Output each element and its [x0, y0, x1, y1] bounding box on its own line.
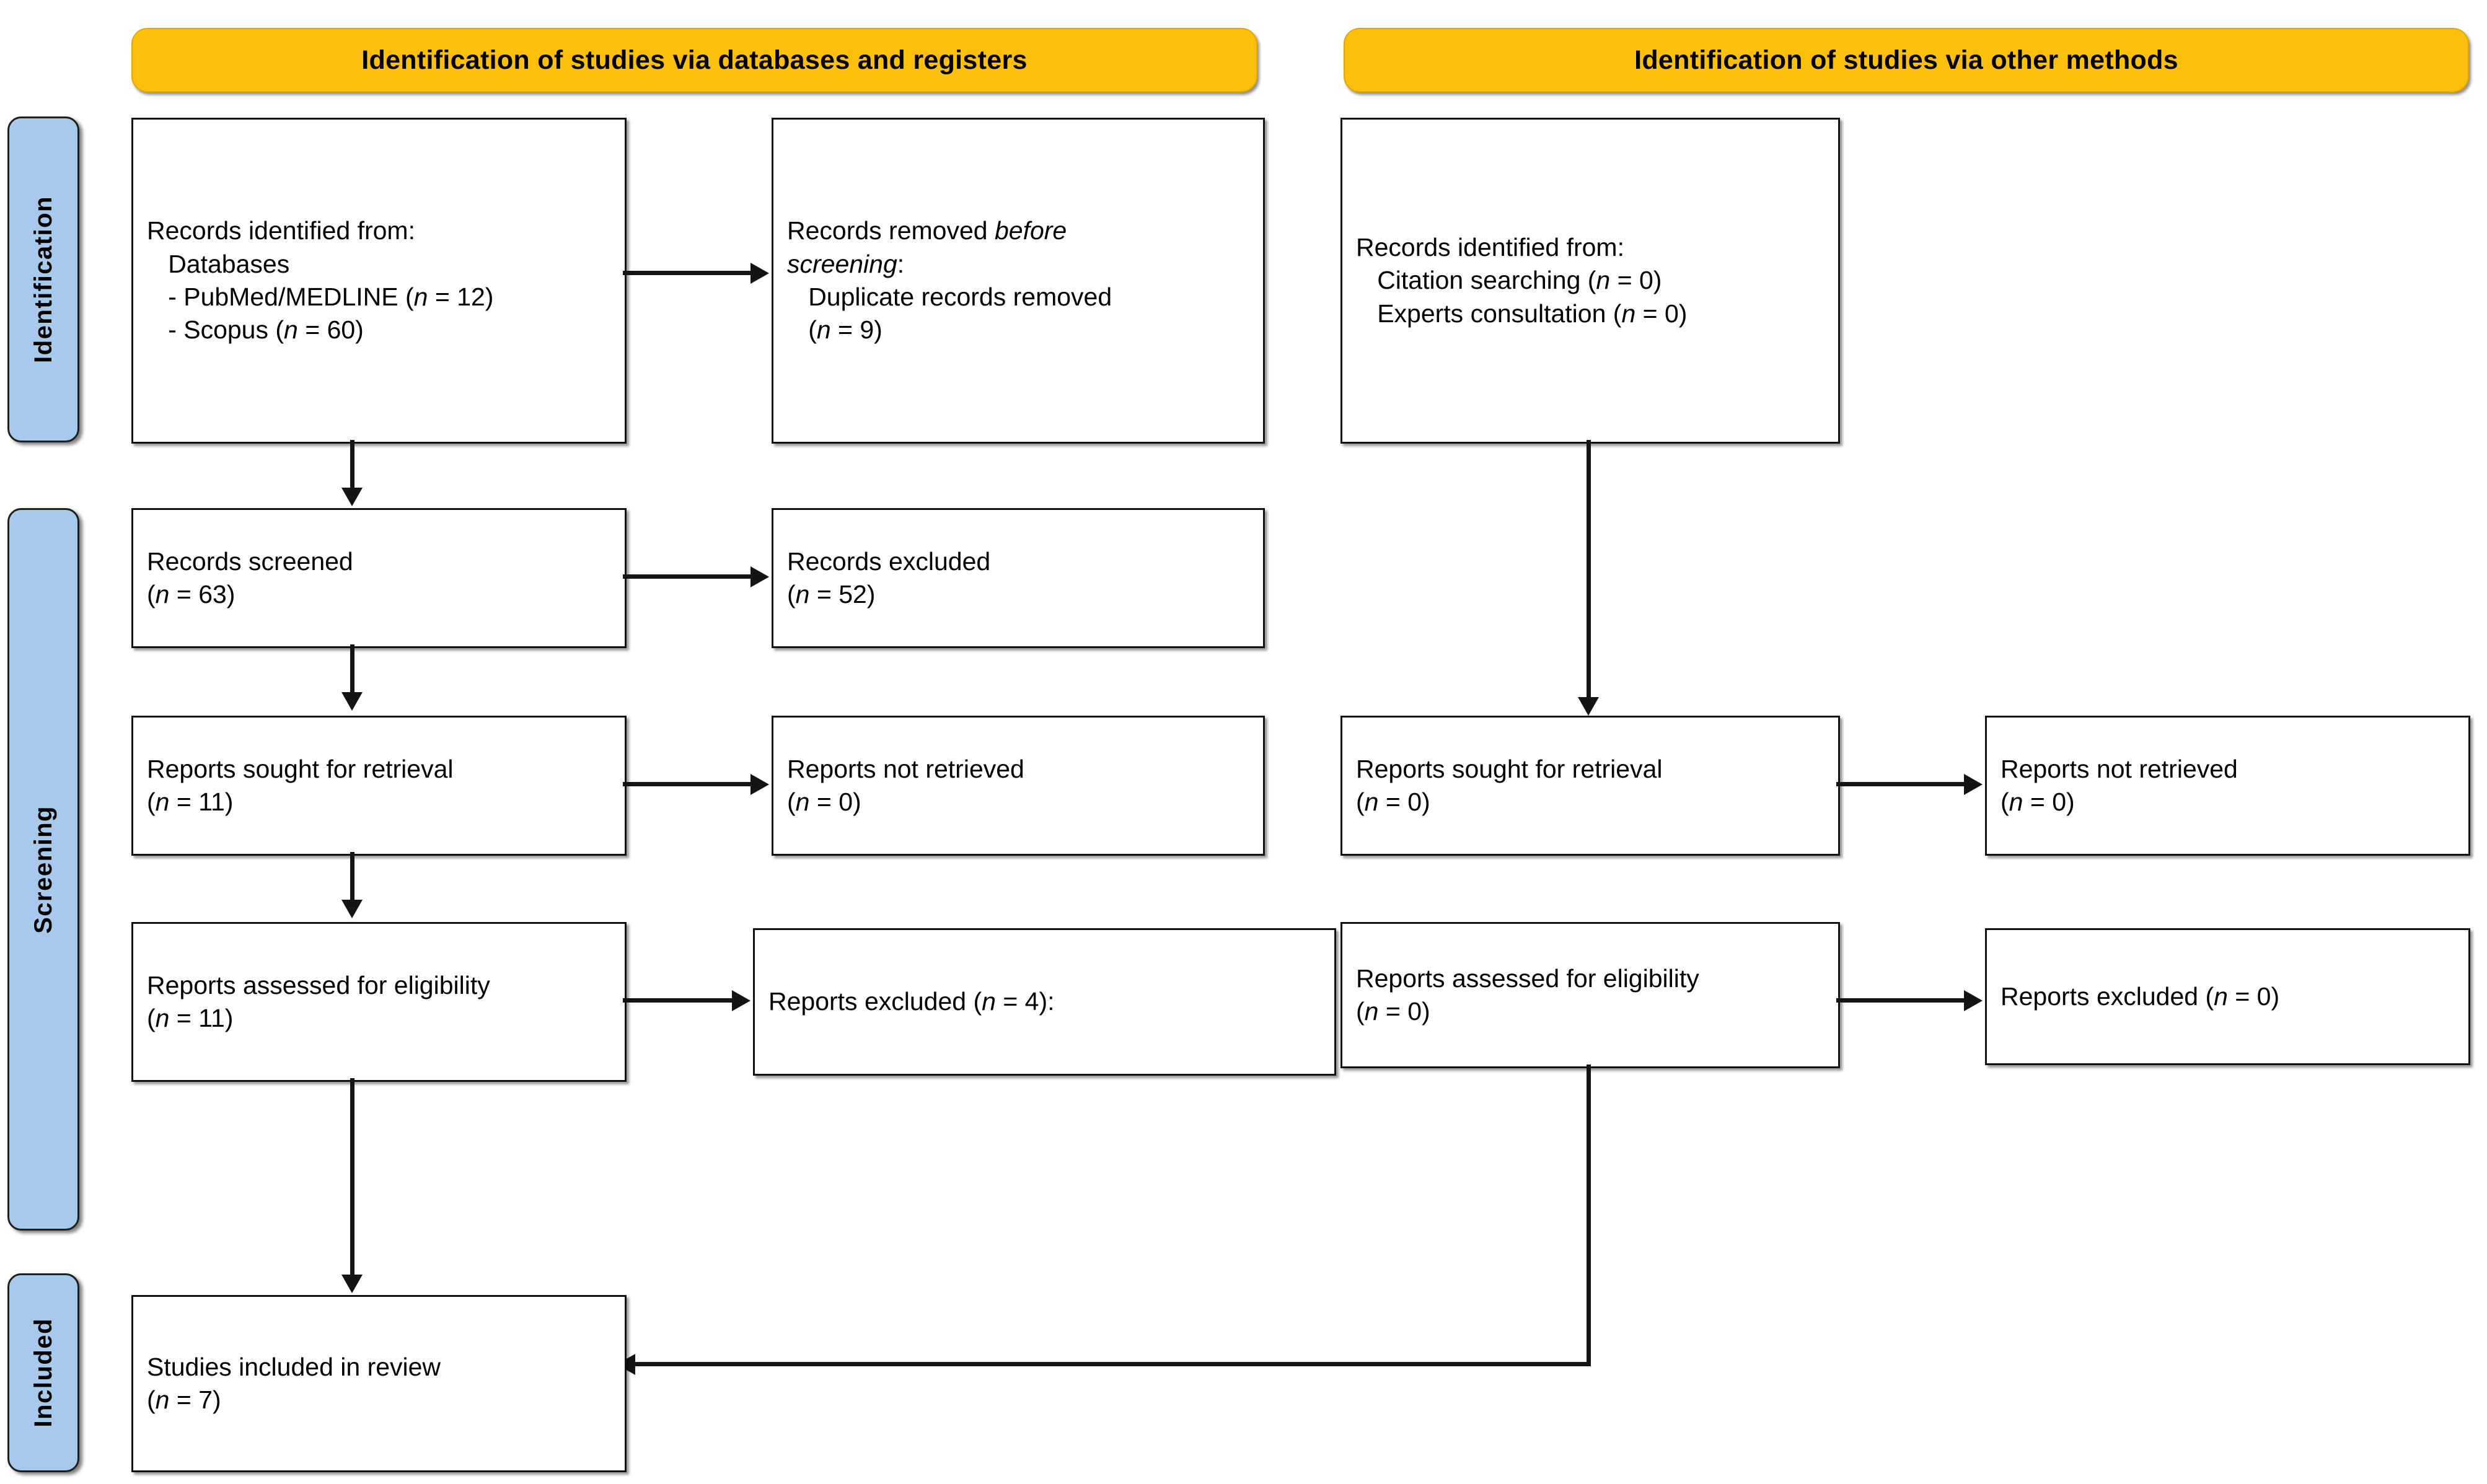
- box-reports-excluded-other-text: Reports excluded (n = 0): [2001, 981, 2280, 1011]
- connector-line-assessed-to-excluded-other: [1836, 998, 1965, 1003]
- box-reports-not-retrieved-databases-text: Reports not retrieved(n = 0): [787, 754, 1024, 816]
- box-records-identified-databases-text: Records identified from: Databases - Pub…: [147, 216, 494, 345]
- stage-tab-identification-label: Identification: [29, 196, 57, 363]
- box-reports-assessed-databases-text: Reports assessed for eligibility(n = 11): [147, 970, 490, 1032]
- stage-tab-included-label: Included: [29, 1318, 57, 1428]
- box-reports-assessed-other: Reports assessed for eligibility(n = 0): [1340, 922, 1840, 1068]
- box-records-identified-databases: Records identified from: Databases - Pub…: [131, 118, 627, 444]
- stage-tab-identification: Identification: [7, 116, 79, 442]
- connector-arrowhead-sought-to-notretrieved-other: [1964, 774, 1983, 795]
- box-reports-sought-databases: Reports sought for retrieval(n = 11): [131, 716, 627, 856]
- stage-tab-included: Included: [7, 1273, 79, 1472]
- connector-arrowhead-assessed-to-excluded-db: [732, 990, 751, 1011]
- box-reports-assessed-other-text: Reports assessed for eligibility(n = 0): [1356, 964, 1699, 1025]
- box-reports-sought-other: Reports sought for retrieval(n = 0): [1340, 716, 1840, 856]
- box-reports-sought-other-text: Reports sought for retrieval(n = 0): [1356, 754, 1663, 816]
- connector-arrowhead-screened-to-sought: [341, 692, 363, 711]
- header-bar-other-methods-label: Identification of studies via other meth…: [1634, 45, 2178, 75]
- box-reports-excluded-other: Reports excluded (n = 0): [1985, 928, 2470, 1065]
- connector-line-other-identified-to-sought: [1587, 440, 1591, 699]
- connector-line-sought-to-notretrieved-db: [623, 782, 752, 786]
- connector-line-assessed-to-excluded-db: [623, 998, 733, 1003]
- stage-tab-screening: Screening: [7, 508, 79, 1231]
- box-records-screened-text: Records screened(n = 63): [147, 547, 353, 608]
- box-reports-excluded-databases-text: Reports excluded (n = 4):: [768, 987, 1055, 1016]
- box-studies-included-text: Studies included in review(n = 7): [147, 1352, 441, 1414]
- box-reports-not-retrieved-other: Reports not retrieved(n = 0): [1985, 716, 2470, 856]
- header-bar-databases: Identification of studies via databases …: [131, 28, 1257, 92]
- connector-arrowhead-identified-to-screened: [341, 488, 363, 506]
- connector-line-screened-to-excluded: [623, 574, 752, 579]
- connector-arrowhead-sought-to-notretrieved-db: [751, 774, 769, 795]
- box-records-identified-other: Records identified from: Citation search…: [1340, 118, 1840, 444]
- box-reports-excluded-databases: Reports excluded (n = 4):: [753, 928, 1336, 1076]
- box-reports-assessed-databases: Reports assessed for eligibility(n = 11): [131, 922, 627, 1082]
- connector-arrowhead-sought-to-assessed-db: [341, 900, 363, 918]
- connector-arrowhead-other-identified-to-sought: [1578, 697, 1599, 716]
- connector-line-assessed-to-included: [350, 1078, 354, 1276]
- box-records-excluded-text: Records excluded(n = 52): [787, 547, 991, 608]
- connector-line-identified-to-removed: [623, 271, 752, 275]
- box-records-screened: Records screened(n = 63): [131, 508, 627, 648]
- connector-arrowhead-identified-to-removed: [751, 263, 769, 284]
- connector-arrowhead-assessed-to-included: [341, 1275, 363, 1293]
- box-reports-sought-databases-text: Reports sought for retrieval(n = 11): [147, 754, 454, 816]
- connector-line-sought-to-notretrieved-other: [1836, 782, 1965, 786]
- header-bar-other-methods: Identification of studies via other meth…: [1344, 28, 2469, 92]
- connector-line-screened-to-sought: [350, 644, 354, 694]
- connector-line-sought-to-assessed-db: [350, 852, 354, 902]
- header-bar-databases-label: Identification of studies via databases …: [361, 45, 1028, 75]
- box-records-identified-other-text: Records identified from: Citation search…: [1356, 233, 1688, 328]
- box-studies-included: Studies included in review(n = 7): [131, 1295, 627, 1472]
- stage-tab-screening-label: Screening: [29, 805, 57, 934]
- box-reports-not-retrieved-databases: Reports not retrieved(n = 0): [772, 716, 1265, 856]
- connector-arrowhead-screened-to-excluded: [751, 566, 769, 587]
- connector-arrowhead-assessed-to-excluded-other: [1964, 990, 1983, 1011]
- box-reports-not-retrieved-other-text: Reports not retrieved(n = 0): [2001, 754, 2238, 816]
- connector-line-other-assessed-down: [1587, 1065, 1591, 1366]
- connector-line-identified-to-screened: [350, 440, 354, 490]
- box-records-excluded: Records excluded(n = 52): [772, 508, 1265, 648]
- connector-line-other-assessed-left: [635, 1362, 1591, 1366]
